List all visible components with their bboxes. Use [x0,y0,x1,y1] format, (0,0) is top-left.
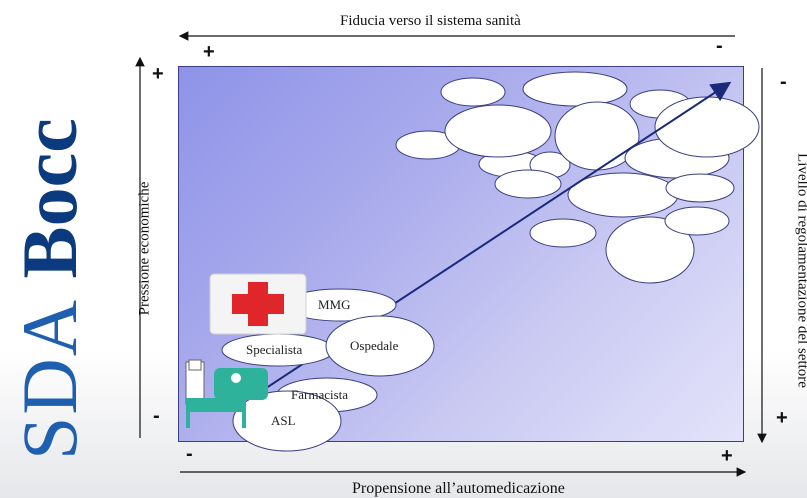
empty-bubble [444,104,552,158]
empty-bubble [605,216,695,284]
empty-bubble [665,173,735,203]
empty-bubble [522,71,628,107]
ospedale-bubble [325,315,435,377]
farmacista-label: Farmacista [291,387,349,402]
empty-bubble [654,96,760,158]
bottom-axis-label: Propensione all’automedicazione [352,480,565,497]
empty-bubble [494,169,562,199]
top-axis-label: Fiducia verso il sistema sanità [340,13,521,29]
empty-bubble [529,218,597,248]
empty-bubble [440,77,506,107]
hospital-bed-icon [185,359,268,428]
asl-label: ASL [271,413,296,428]
specialista-label: Specialista [246,342,303,357]
left-top-sign: + [152,63,164,85]
asl-bubble [232,390,342,452]
empty-bubble [664,206,730,236]
bottom-right-sign: + [721,445,733,467]
bottom-left-sign: - [186,443,193,465]
ospedale-label: Ospedale [350,338,399,353]
right-bottom-sign: + [776,407,788,429]
red-cross-icon [209,273,307,335]
left-bottom-sign: - [153,405,160,427]
right-top-sign: - [780,71,787,93]
mmg-label: MMG [318,297,351,312]
top-left-sign: + [203,41,215,63]
top-right-sign: - [716,35,723,57]
